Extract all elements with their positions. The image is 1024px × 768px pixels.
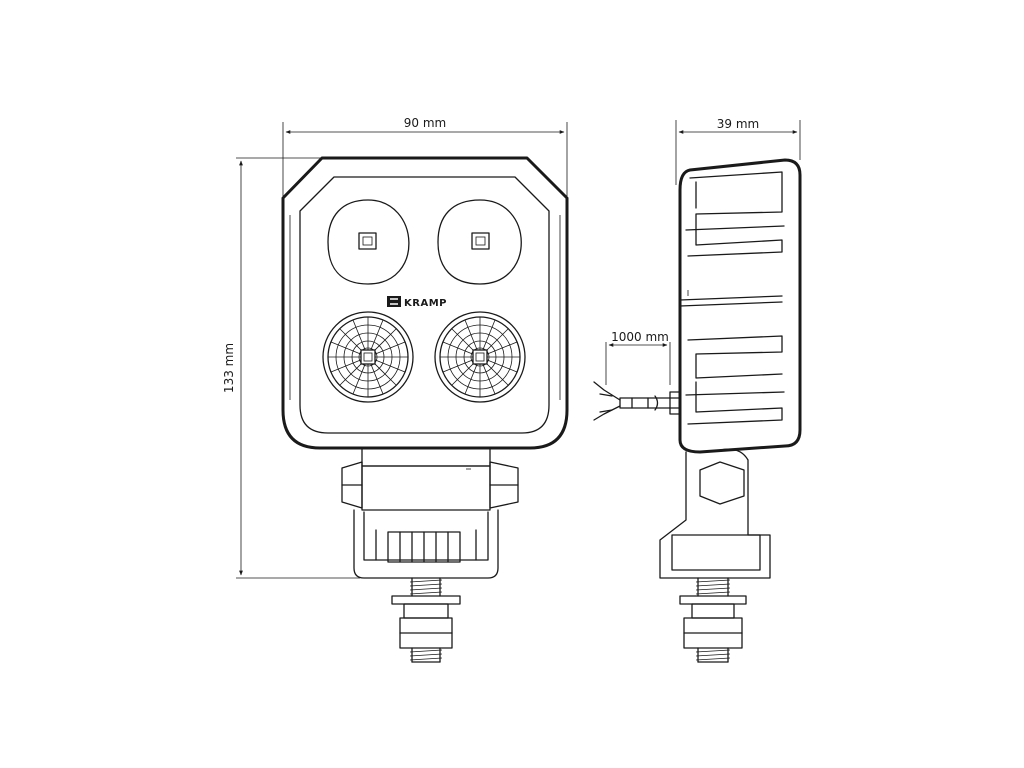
logo-text: KRAMP: [404, 298, 447, 309]
height-label: 133 mm: [222, 343, 236, 393]
lamp-housing: [281, 156, 569, 450]
upper-reflector-left: [327, 199, 410, 285]
housing-fins: [679, 171, 785, 425]
dimension-width: 90 mm: [282, 116, 568, 196]
lower-reflector-right: [434, 311, 526, 403]
dimension-cable: 1000 mm: [605, 330, 671, 385]
lamp-bezel-inner: [299, 176, 550, 434]
front-view: 90 mm 133 mm KRAMP: [222, 116, 569, 663]
upper-reflector-right: [437, 199, 522, 285]
dimension-depth: 39 mm: [675, 117, 801, 185]
depth-label: 39 mm: [717, 117, 759, 131]
dimension-height: 133 mm: [222, 157, 360, 579]
mounting-bracket-side: [659, 448, 771, 579]
lower-reflector-left: [322, 311, 414, 403]
kramp-logo: KRAMP: [387, 296, 447, 309]
lamp-housing-side: [678, 158, 802, 454]
mounting-bracket-front: [341, 447, 519, 579]
power-cable: [593, 381, 681, 421]
mounting-bolt-side: [679, 577, 747, 663]
mounting-bolt-front: [391, 577, 461, 663]
width-label: 90 mm: [404, 116, 446, 130]
side-view: 39 mm 1000 mm: [593, 117, 802, 663]
cable-length-label: 1000 mm: [611, 330, 669, 344]
